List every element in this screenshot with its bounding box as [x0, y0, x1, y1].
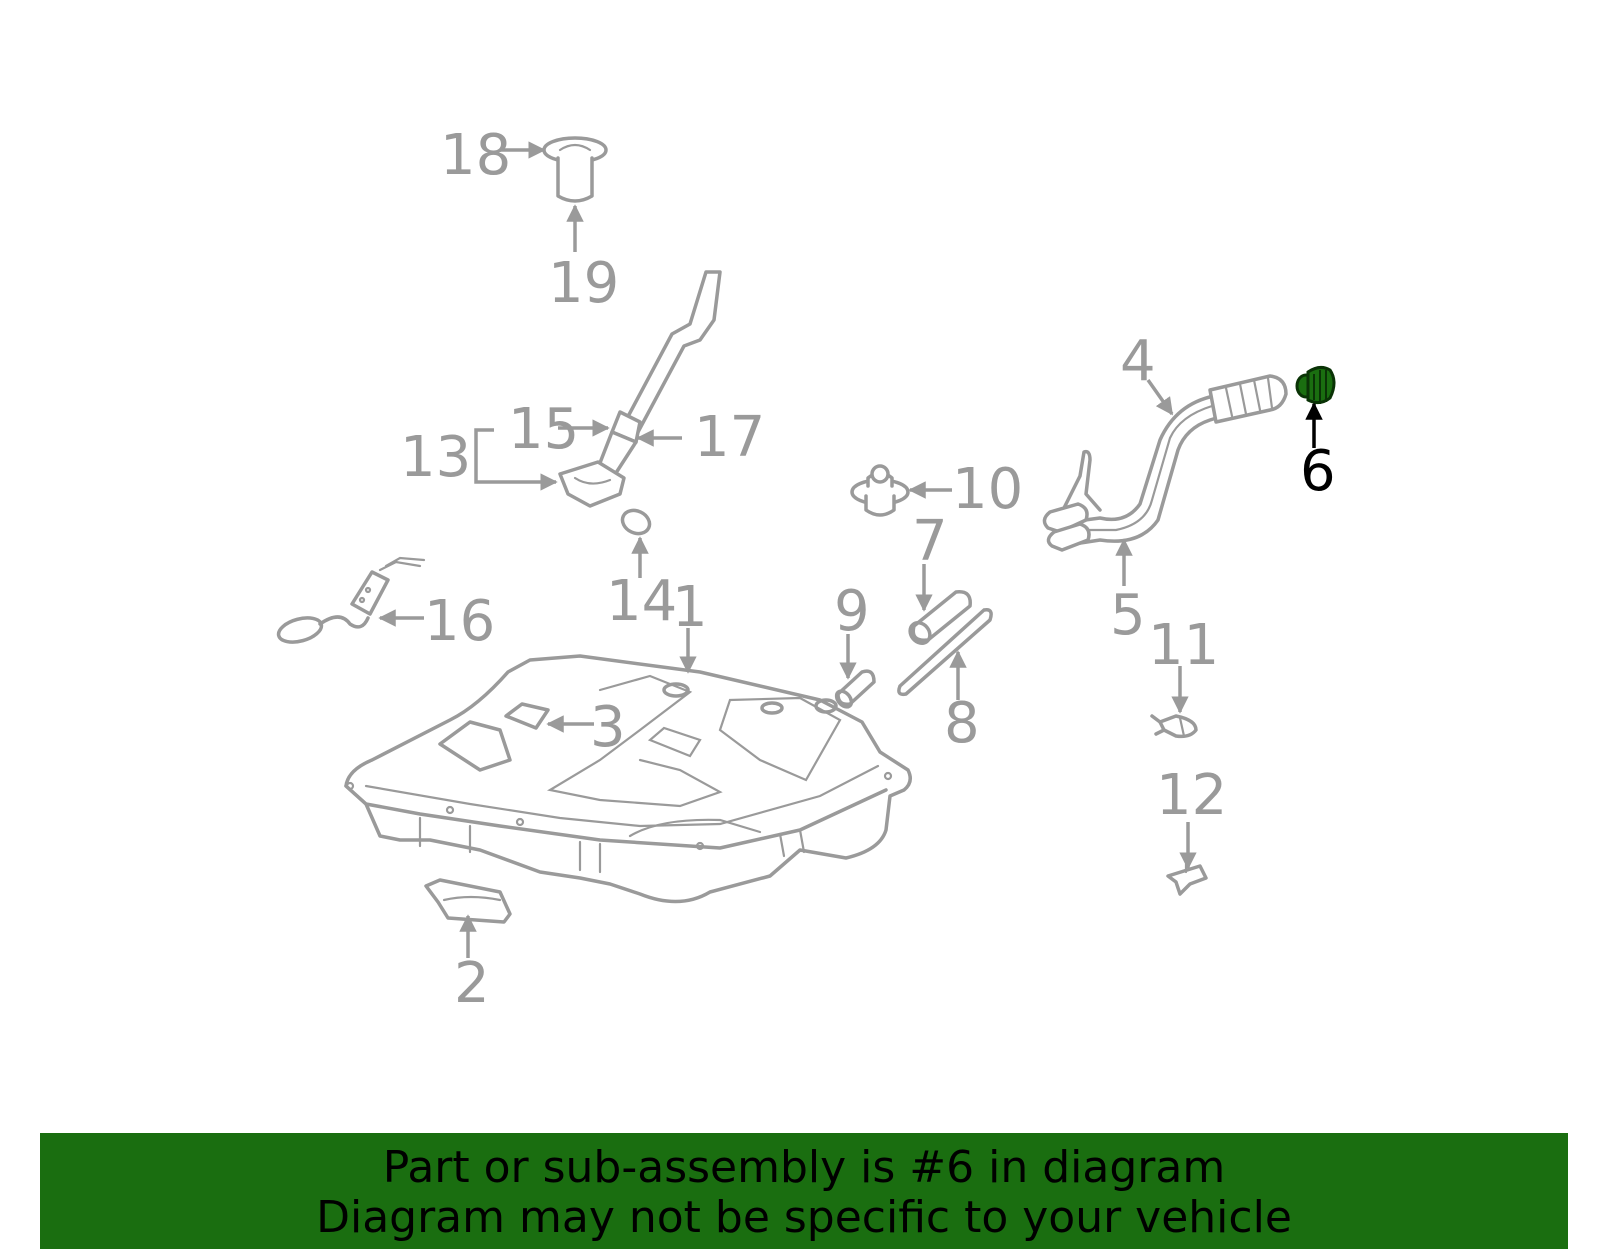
part-10-grommet[interactable]	[850, 464, 910, 517]
callout-1: 1	[672, 575, 708, 640]
callout-17: 17	[694, 405, 765, 470]
part-6-fuel-cap-highlighted[interactable]	[1295, 365, 1336, 405]
part-2-heat-shield[interactable]	[424, 878, 512, 924]
callout-4: 4	[1120, 329, 1156, 394]
part-12-clip[interactable]	[1166, 862, 1208, 896]
callout-10: 10	[952, 457, 1023, 522]
callout-15: 15	[508, 397, 579, 462]
callout-14: 14	[606, 569, 677, 634]
callout-19: 19	[548, 251, 619, 316]
part-9-hose[interactable]	[834, 669, 876, 710]
callout-13: 13	[400, 425, 471, 490]
leader-4	[1146, 378, 1174, 416]
part-11-clip[interactable]	[1150, 714, 1198, 739]
info-banner: Part or sub-assembly is #6 in diagram Di…	[40, 1133, 1568, 1249]
part-7-hose[interactable]	[906, 590, 972, 647]
banner-line-1: Part or sub-assembly is #6 in diagram	[382, 1142, 1226, 1193]
callout-8: 8	[944, 691, 980, 756]
callout-9: 9	[834, 579, 870, 644]
part-13-fuel-pump-assembly[interactable]	[558, 270, 722, 508]
callout-7: 7	[912, 509, 948, 574]
callout-16: 16	[424, 589, 495, 654]
callout-12: 12	[1156, 763, 1227, 828]
callout-2: 2	[454, 951, 490, 1016]
part-18-fuel-filler-cap[interactable]	[542, 136, 608, 203]
part-14-o-ring[interactable]	[619, 506, 654, 538]
part-8-pipe[interactable]	[897, 607, 993, 697]
callout-3: 3	[590, 695, 626, 760]
callout-11: 11	[1148, 613, 1219, 678]
banner-line-2: Diagram may not be specific to your vehi…	[316, 1192, 1292, 1243]
bracket-13	[474, 428, 558, 491]
part-16-fuel-sender[interactable]	[276, 556, 426, 646]
callout-6: 6	[1300, 439, 1336, 504]
part-4-filler-neck[interactable]	[1042, 374, 1288, 552]
part-1-fuel-tank[interactable]	[344, 654, 912, 904]
callout-18: 18	[440, 123, 511, 188]
callout-5: 5	[1110, 583, 1146, 648]
